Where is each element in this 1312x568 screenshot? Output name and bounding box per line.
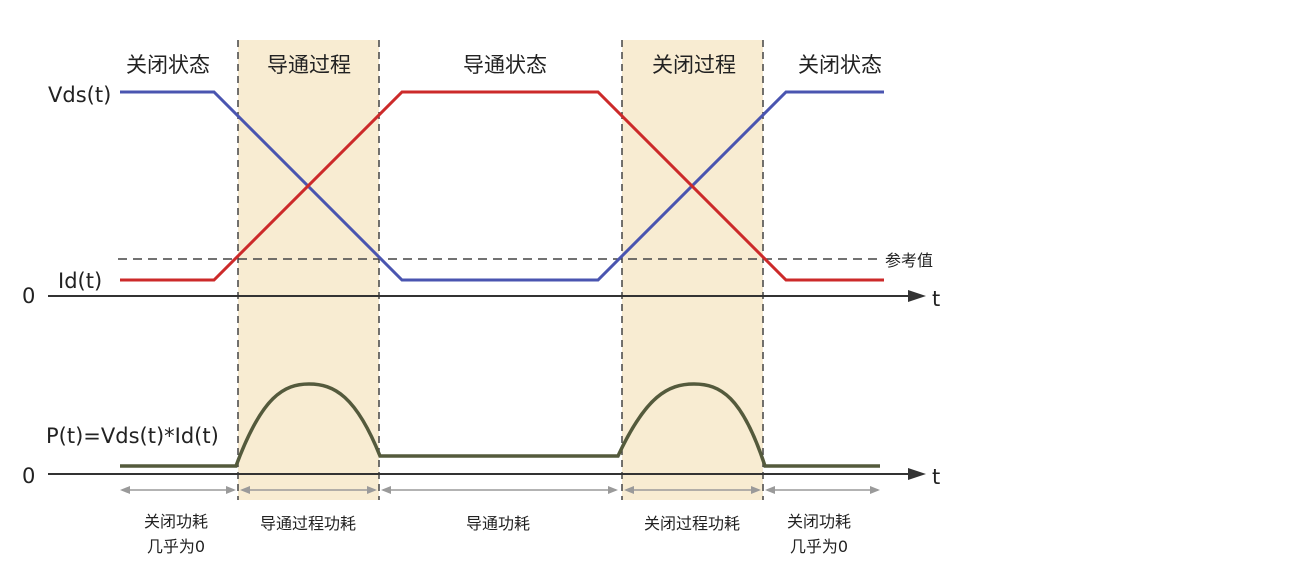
time-axis-top-label: t bbox=[932, 287, 940, 311]
zero-label-top: 0 bbox=[22, 284, 35, 308]
loss-label-off-1-line1: 关闭功耗 bbox=[144, 512, 208, 531]
loss-label-turn-on: 导通过程功耗 bbox=[260, 514, 356, 533]
loss-arrowhead bbox=[751, 486, 761, 494]
phase-label-on: 导通状态 bbox=[463, 53, 547, 77]
loss-arrowhead bbox=[624, 486, 634, 494]
loss-label-turn-off: 关闭过程功耗 bbox=[644, 514, 740, 533]
power-label: P(t)=Vds(t)*Id(t) bbox=[46, 424, 219, 448]
id-waveform bbox=[120, 90, 884, 282]
loss-label-off-2-line1: 关闭功耗 bbox=[787, 512, 851, 531]
loss-arrowhead bbox=[367, 486, 377, 494]
loss-arrowhead bbox=[870, 486, 880, 494]
loss-arrowhead bbox=[120, 486, 130, 494]
zero-label-bottom: 0 bbox=[22, 464, 35, 488]
turn-off-transition-band bbox=[622, 40, 763, 500]
id-label: Id(t) bbox=[58, 269, 102, 293]
phase-label-turn-off: 关闭过程 bbox=[652, 53, 736, 77]
phase-label-off-2: 关闭状态 bbox=[798, 53, 882, 77]
loss-label-off-1-line2: 几乎为0 bbox=[147, 537, 205, 556]
loss-arrowhead bbox=[765, 486, 775, 494]
loss-arrowhead bbox=[226, 486, 236, 494]
phase-label-off-1: 关闭状态 bbox=[126, 53, 210, 77]
time-axis-top-arrowhead bbox=[908, 290, 926, 302]
reference-label: 参考值 bbox=[885, 251, 933, 270]
loss-label-on: 导通功耗 bbox=[466, 514, 530, 533]
power-waveform bbox=[120, 382, 880, 468]
vds-label: Vds(t) bbox=[48, 83, 111, 107]
time-axis-bottom-arrowhead bbox=[908, 468, 926, 480]
time-axis-bottom-label: t bbox=[932, 465, 940, 489]
loss-arrowhead bbox=[240, 486, 250, 494]
loss-arrowhead bbox=[608, 486, 618, 494]
loss-label-off-2-line2: 几乎为0 bbox=[790, 537, 848, 556]
loss-arrowhead bbox=[381, 486, 391, 494]
turn-on-transition-band bbox=[238, 40, 379, 500]
loss-interval-arrows bbox=[120, 486, 880, 494]
phase-label-turn-on: 导通过程 bbox=[267, 53, 351, 77]
vds-waveform bbox=[120, 90, 884, 282]
